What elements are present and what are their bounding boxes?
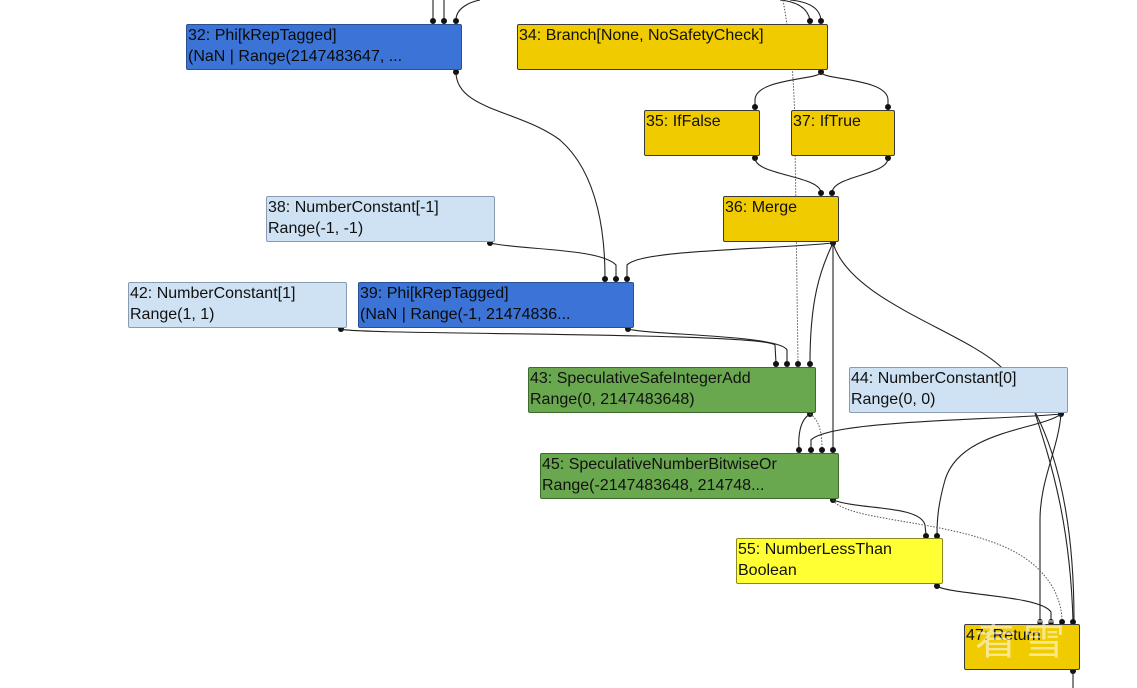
port-dot <box>819 447 825 453</box>
node-type: Range(-1, -1) <box>268 220 364 237</box>
node-55-numberlessthan[interactable]: 55: NumberLessThan Boolean <box>736 538 943 584</box>
edge-34-37 <box>820 71 889 107</box>
port-dot <box>773 361 779 367</box>
node-32-phi[interactable]: 32: Phi[kRepTagged] (NaN | Range(2147483… <box>186 24 462 70</box>
edge-36-47 <box>832 242 1075 621</box>
port-dot <box>613 276 619 282</box>
port-dot <box>818 18 824 24</box>
node-label: 47: Return <box>966 627 1041 644</box>
port-dot <box>430 18 436 24</box>
node-label: 43: SpeculativeSafeIntegerAdd <box>530 370 751 387</box>
node-47-return[interactable]: 47: Return <box>964 624 1080 670</box>
node-type: Range(0, 2147483648) <box>530 391 695 408</box>
port-dot <box>807 18 813 24</box>
node-label: 37: IfTrue <box>793 113 861 130</box>
node-38-numberconstant[interactable]: 38: NumberConstant[-1] Range(-1, -1) <box>266 196 495 242</box>
port-dot <box>624 276 630 282</box>
node-type: Boolean <box>738 562 797 579</box>
port-dot <box>1048 619 1054 625</box>
node-label: 34: Branch[None, NoSafetyCheck] <box>519 27 764 44</box>
port-dot <box>441 18 447 24</box>
edge-into-34 <box>789 0 822 21</box>
edge-44-47 <box>1039 413 1062 621</box>
node-44-numberconstant[interactable]: 44: NumberConstant[0] Range(0, 0) <box>849 367 1068 413</box>
port-dot <box>807 361 813 367</box>
edge-42-43 <box>340 328 777 364</box>
edge-43-45 <box>798 413 811 450</box>
edge-44-55 <box>936 413 1062 536</box>
edge-43-45-dashed <box>809 413 823 450</box>
port-dot <box>1059 619 1065 625</box>
edge-into-34 <box>779 0 811 21</box>
port-dot <box>934 533 940 539</box>
node-39-phi[interactable]: 39: Phi[kRepTagged] (NaN | Range(-1, 214… <box>358 282 634 328</box>
node-label: 45: SpeculativeNumberBitwiseOr <box>542 456 777 473</box>
port-dot <box>784 361 790 367</box>
port-dot <box>1037 619 1043 625</box>
port-dot <box>602 276 608 282</box>
port-dot <box>923 533 929 539</box>
node-label: 42: NumberConstant[1] <box>130 285 296 302</box>
edge-44-45 <box>810 413 1062 449</box>
port-dot <box>1070 619 1076 625</box>
node-45-speculativenumberbitwiseor[interactable]: 45: SpeculativeNumberBitwiseOr Range(-21… <box>540 453 839 499</box>
port-dot <box>795 361 801 367</box>
node-34-branch[interactable]: 34: Branch[None, NoSafetyCheck] <box>517 24 828 70</box>
edge-35-36 <box>754 157 822 194</box>
node-36-merge[interactable]: 36: Merge <box>723 196 839 242</box>
port-dot <box>752 104 758 110</box>
port-dot <box>885 104 891 110</box>
edge-36-43 <box>809 242 834 364</box>
node-label: 55: NumberLessThan <box>738 541 892 558</box>
edge-55-47 <box>936 585 1052 621</box>
port-dot <box>808 447 814 453</box>
port-dot <box>818 190 824 196</box>
edge-39-43 <box>627 328 788 363</box>
node-type: (NaN | Range(2147483647, ... <box>188 48 403 65</box>
watermark: 看雪 <box>975 615 1072 664</box>
edge-36-39 <box>626 242 834 278</box>
node-label: 44: NumberConstant[0] <box>851 370 1017 387</box>
node-35-iffalse[interactable]: 35: IfFalse <box>644 110 760 156</box>
edge-into-32 <box>455 0 481 21</box>
edge-34-35 <box>754 71 822 107</box>
edge-38-39 <box>489 242 617 278</box>
node-type: Range(-2147483648, 214748... <box>542 477 765 494</box>
port-dot <box>830 447 836 453</box>
node-42-numberconstant[interactable]: 42: NumberConstant[1] Range(1, 1) <box>128 282 347 328</box>
edge-dashed-into-43 <box>782 0 799 365</box>
node-37-iftrue[interactable]: 37: IfTrue <box>791 110 895 156</box>
node-43-speculativesafeintegeradd[interactable]: 43: SpeculativeSafeIntegerAdd Range(0, 2… <box>528 367 816 413</box>
node-label: 39: Phi[kRepTagged] <box>360 285 509 302</box>
node-type: Range(1, 1) <box>130 306 215 323</box>
node-label: 38: NumberConstant[-1] <box>268 199 439 216</box>
port-dot <box>829 190 835 196</box>
node-label: 36: Merge <box>725 199 798 216</box>
node-label: 35: IfFalse <box>646 113 721 130</box>
edge-37-36 <box>831 157 889 194</box>
edge-32-39 <box>455 71 606 279</box>
node-type: Range(0, 0) <box>851 391 936 408</box>
node-label: 32: Phi[kRepTagged] <box>188 27 337 44</box>
edge-45-55 <box>832 499 927 536</box>
port-dot <box>453 18 459 24</box>
node-type: (NaN | Range(-1, 21474836... <box>360 306 571 323</box>
edge-44-47b <box>1034 412 1074 622</box>
port-dot <box>796 447 802 453</box>
